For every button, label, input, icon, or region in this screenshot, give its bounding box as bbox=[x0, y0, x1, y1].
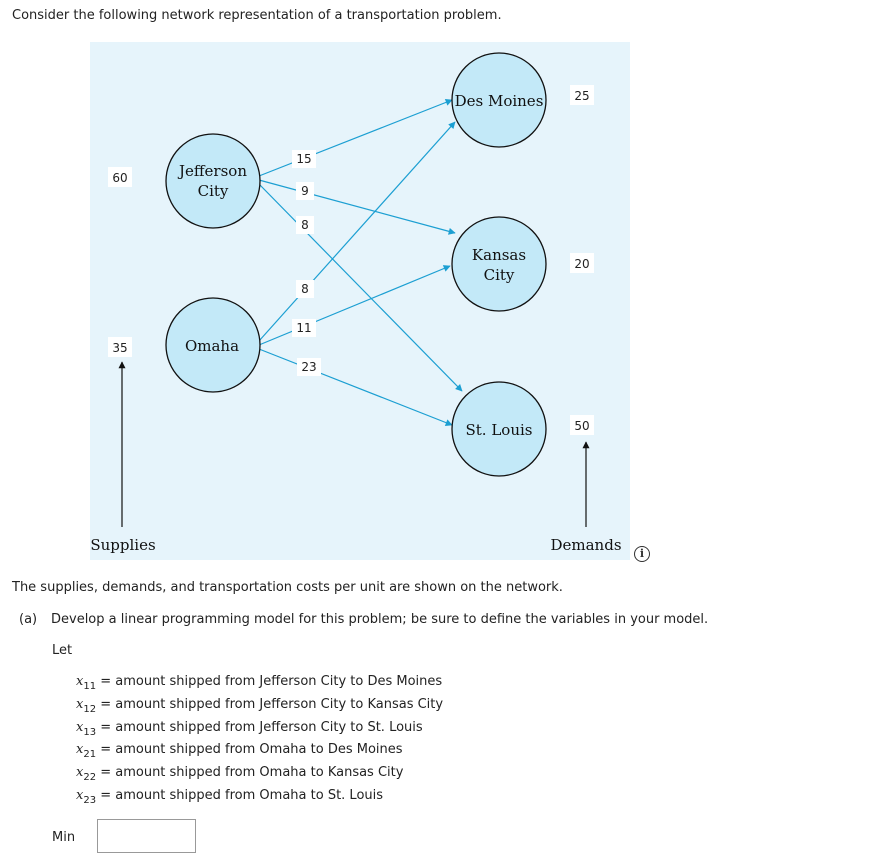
supplies-label: Supplies bbox=[90, 536, 155, 554]
objective-function-input[interactable] bbox=[97, 819, 196, 853]
node-label-line: City bbox=[198, 182, 229, 200]
demand-node-kansas-city: Kansas City bbox=[451, 216, 547, 312]
variable-row: x13 = amount shipped from Jefferson City… bbox=[76, 720, 443, 743]
arc-jefferson-stlouis bbox=[258, 183, 463, 392]
cost-label-jc-sl: 8 bbox=[301, 218, 309, 232]
cost-label-jc-kc: 9 bbox=[301, 184, 309, 198]
arc-omaha-stlouis bbox=[258, 348, 453, 426]
cost-label-om-kc: 11 bbox=[296, 321, 311, 335]
part-a-prompt: (a) Develop a linear programming model fo… bbox=[19, 612, 708, 627]
part-a-text: Develop a linear programming model for t… bbox=[51, 612, 709, 627]
arc-omaha-desmoines bbox=[258, 121, 456, 342]
node-label-line: City bbox=[484, 266, 515, 284]
part-a-tag: (a) bbox=[19, 612, 38, 627]
cost-label-jc-dm: 15 bbox=[296, 152, 311, 166]
demand-value-kansas-city: 20 bbox=[574, 257, 589, 271]
variable-symbol: x bbox=[76, 674, 84, 689]
supply-value-omaha: 35 bbox=[112, 341, 127, 355]
cost-label-om-dm: 8 bbox=[301, 282, 309, 296]
network-panel bbox=[90, 42, 630, 560]
supply-node-omaha: Omaha bbox=[165, 297, 261, 393]
variable-subscript: 22 bbox=[83, 772, 97, 784]
objective-min-label: Min bbox=[52, 830, 76, 845]
variable-subscript: 21 bbox=[83, 749, 97, 761]
variable-subscript: 11 bbox=[83, 681, 97, 692]
arcs bbox=[258, 99, 463, 426]
variable-definition: = amount shipped from Omaha to Kansas Ci… bbox=[100, 765, 404, 781]
variable-symbol: x bbox=[76, 787, 84, 803]
variable-definition: = amount shipped from Jefferson City to … bbox=[100, 674, 443, 689]
arc-omaha-kansas bbox=[258, 265, 451, 346]
variable-symbol: x bbox=[76, 719, 84, 735]
demand-value-des-moines: 25 bbox=[574, 89, 589, 103]
node-label-line: Omaha bbox=[185, 337, 239, 355]
supply-node-jefferson-city: Jefferson City bbox=[165, 133, 261, 229]
demands-label: Demands bbox=[550, 536, 621, 554]
variable-definition: = amount shipped from Jefferson City to … bbox=[100, 696, 444, 712]
variable-definitions: x11 = amount shipped from Jefferson City… bbox=[76, 674, 443, 811]
demand-node-st-louis: St. Louis bbox=[451, 381, 547, 477]
node-label-line: Jefferson bbox=[177, 162, 247, 180]
cost-label-om-sl: 23 bbox=[301, 360, 316, 374]
variable-row: x11 = amount shipped from Jefferson City… bbox=[76, 674, 443, 697]
variable-subscript: 23 bbox=[83, 794, 97, 806]
variable-symbol: x bbox=[76, 742, 84, 758]
variable-row: x22 = amount shipped from Omaha to Kansa… bbox=[76, 765, 443, 788]
variable-subscript: 13 bbox=[83, 726, 97, 738]
node-label-line: St. Louis bbox=[466, 421, 533, 439]
variable-symbol: x bbox=[76, 765, 84, 781]
demand-node-des-moines: Des Moines bbox=[451, 52, 547, 148]
node-label-line: Des Moines bbox=[455, 92, 544, 110]
variable-row: x12 = amount shipped from Jefferson City… bbox=[76, 697, 443, 720]
variable-symbol: x bbox=[76, 696, 84, 712]
intro-text: Consider the following network represent… bbox=[12, 8, 502, 23]
variable-row: x21 = amount shipped from Omaha to Des M… bbox=[76, 742, 443, 765]
arc-jefferson-kansas bbox=[258, 179, 456, 235]
variable-subscript: 12 bbox=[83, 703, 97, 715]
cost-labels: 15 9 8 8 11 23 bbox=[292, 150, 321, 376]
info-icon[interactable]: i bbox=[634, 546, 650, 562]
let-label: Let bbox=[52, 643, 73, 658]
transportation-network-diagram: 15 9 8 8 11 23 Jefferson City Omaha Des … bbox=[90, 42, 630, 560]
supply-value-jefferson-city: 60 bbox=[112, 171, 127, 185]
variable-row: x23 = amount shipped from Omaha to St. L… bbox=[76, 788, 443, 811]
demand-value-st-louis: 50 bbox=[574, 419, 589, 433]
variable-definition: = amount shipped from Omaha to Des Moine… bbox=[100, 742, 403, 758]
arc-jefferson-desmoines bbox=[258, 99, 453, 177]
variable-definition: = amount shipped from Jefferson City to … bbox=[100, 719, 423, 735]
node-label-line: Kansas bbox=[472, 246, 526, 264]
network-caption: The supplies, demands, and transportatio… bbox=[12, 580, 563, 595]
variable-definition: = amount shipped from Omaha to St. Louis bbox=[100, 787, 384, 803]
